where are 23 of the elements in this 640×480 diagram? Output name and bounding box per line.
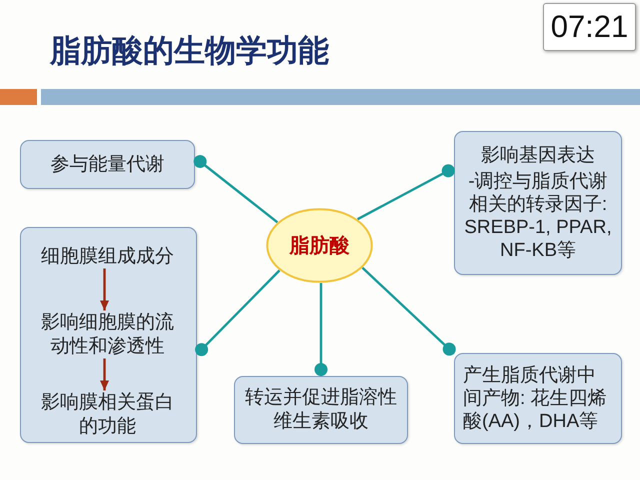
- step-text: 影响膜相关蛋白的功能: [38, 390, 178, 438]
- step-text: 细胞膜组成成分: [38, 244, 178, 268]
- connector-line: [194, 155, 278, 224]
- step-text: 影响细胞膜的流动性和渗透性: [38, 310, 178, 358]
- topic-text: 参与能量代谢: [50, 152, 166, 176]
- topic-heading: 影响基因表达: [480, 144, 596, 167]
- arrow: [100, 358, 109, 390]
- connector-line: [195, 270, 280, 356]
- group-box: [20, 227, 197, 443]
- slide-title: 脂肪酸的生物学功能: [50, 32, 329, 70]
- connector-line: [357, 164, 455, 220]
- arrow: [100, 268, 109, 310]
- topic-box: [234, 376, 408, 444]
- topic-text: 转运并促进脂溶性维生素吸收: [244, 386, 398, 434]
- timer-display: 07:21: [543, 3, 636, 51]
- topic-box: [454, 131, 622, 275]
- topic-box: [20, 140, 195, 189]
- connector-line: [314, 283, 328, 376]
- topic-text: 产生脂质代谢中间产物: 花生四烯酸(AA)，DHA等: [463, 364, 608, 433]
- topic-text: -调控与脂质代谢相关的转录因子: SREBP-1, PPAR, NF-KB等: [463, 170, 613, 262]
- center-label: 脂肪酸: [290, 234, 350, 259]
- connector-line: [362, 266, 456, 356]
- topic-box: [454, 353, 622, 444]
